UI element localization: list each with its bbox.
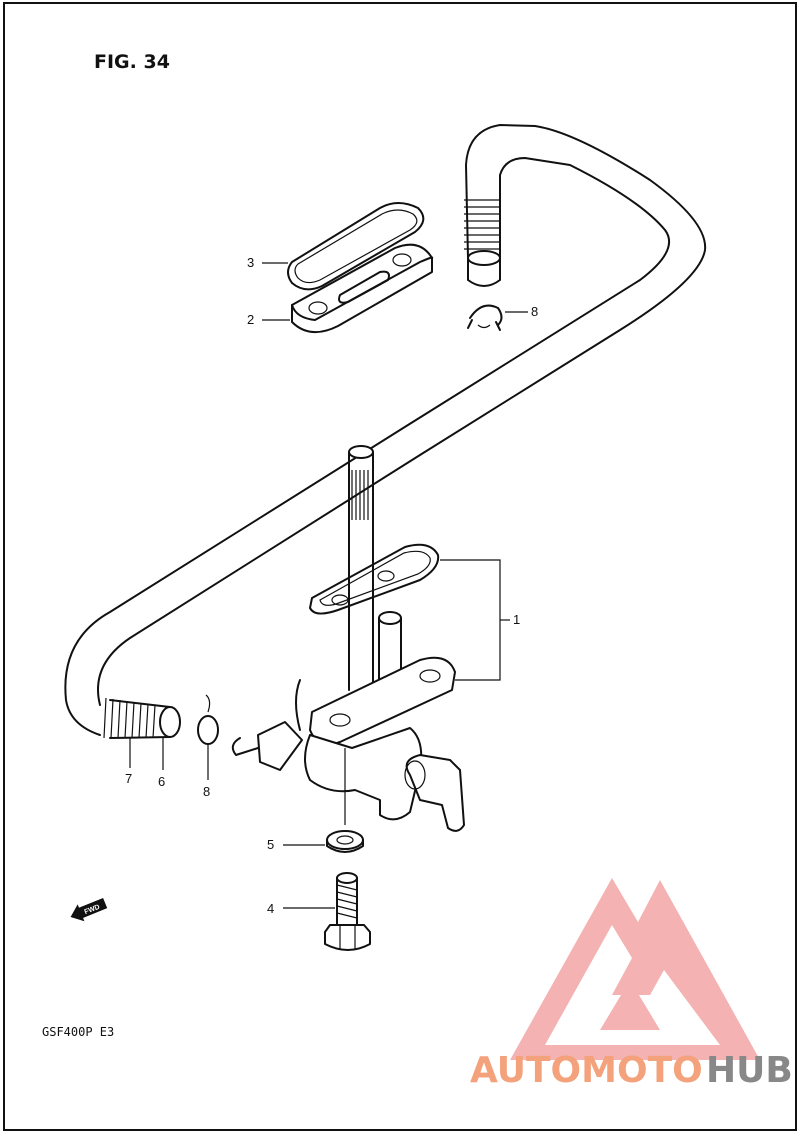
leader-lines [129, 262, 528, 909]
callout-3: 3 [247, 255, 254, 270]
model-code: GSF400P E3 [42, 1025, 114, 1039]
hose-spring-bottom [103, 697, 156, 739]
callout-8-top: 8 [531, 304, 538, 319]
callout-5: 5 [267, 837, 274, 852]
bolt-part-4 [324, 872, 371, 951]
fuel-valve-assembly [231, 445, 465, 832]
gasket-part-3 [287, 202, 425, 291]
washer-part-5 [326, 830, 364, 853]
watermark-brand-part2: HUB [706, 1050, 793, 1091]
forward-arrow-icon: FWD [70, 897, 108, 922]
callout-4: 4 [267, 901, 274, 916]
watermark-logo-icon [510, 878, 760, 1060]
page-border [3, 2, 797, 1131]
hose-spring-top [464, 199, 500, 250]
callout-1: 1 [513, 612, 520, 627]
watermark-brand-part1: AUTOMOTO [470, 1050, 703, 1091]
callout-2: 2 [247, 312, 254, 327]
figure-title: FIG. 34 [94, 51, 170, 73]
callout-6: 6 [158, 774, 165, 789]
fuel-hose [64, 124, 707, 739]
callout-7: 7 [125, 771, 132, 786]
callout-8-bottom: 8 [203, 784, 210, 799]
hose-clamp-top [467, 304, 503, 331]
plate-part-2 [291, 243, 434, 333]
hose-clamp-bottom [197, 694, 219, 745]
